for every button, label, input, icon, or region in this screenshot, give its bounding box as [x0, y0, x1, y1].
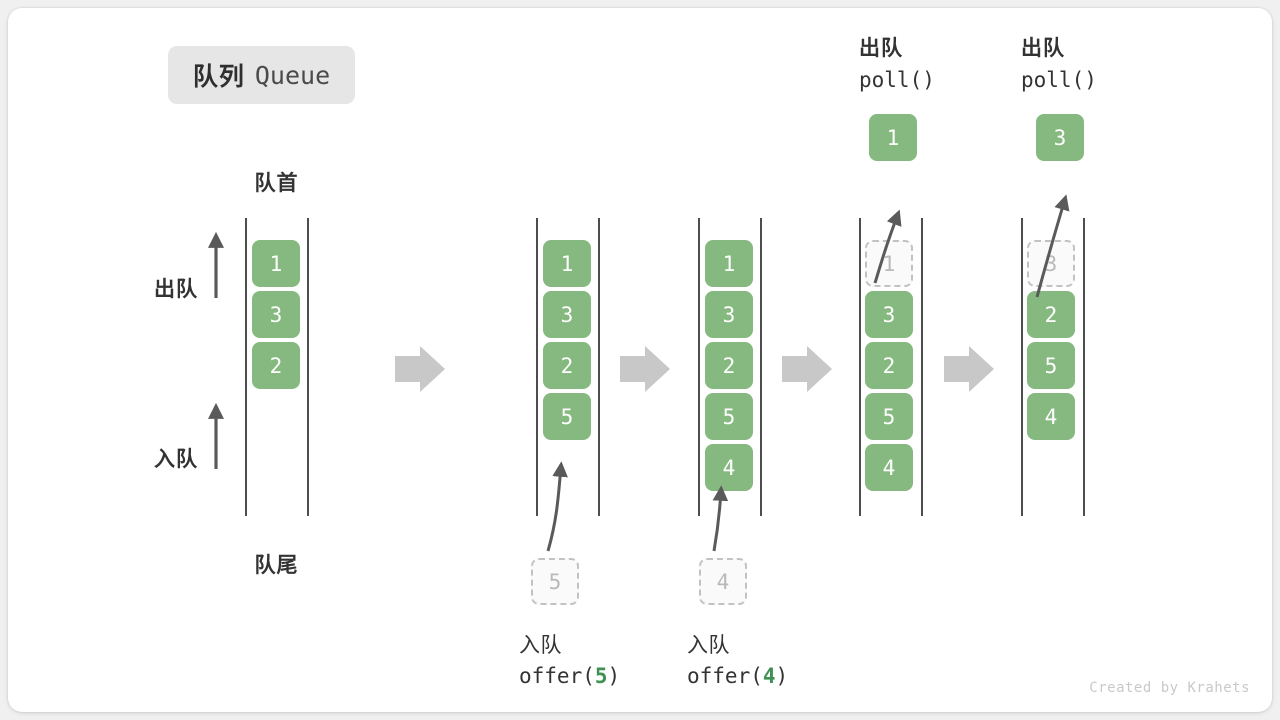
rail-left-col2: [536, 218, 538, 516]
queue-element: 3: [865, 291, 913, 338]
offer5-code-value: 5: [594, 664, 608, 688]
caption-offer5-code: offer(5): [519, 664, 620, 688]
step-arrow-4: [944, 346, 994, 392]
queue-element: 5: [705, 393, 753, 440]
offer5-code-prefix: offer(: [519, 664, 595, 688]
queue-element: 2: [1027, 291, 1075, 338]
insert-arrow-4: [712, 485, 729, 552]
title-english: Queue: [254, 60, 331, 90]
popped-element-3: 3: [1036, 114, 1084, 161]
rail-left-col4: [859, 218, 861, 516]
step-arrow-1: [395, 346, 445, 392]
diagram-title: 队列 Queue: [168, 46, 355, 104]
caption-poll1-cn: 出队: [859, 37, 903, 60]
rail-right-col4: [921, 218, 923, 516]
credit-text: Created by Krahets: [1089, 680, 1250, 696]
caption-poll3-code: poll(): [1021, 68, 1097, 92]
queue-element: 4: [705, 444, 753, 491]
queue-element-ghost: 1: [865, 240, 913, 287]
label-queue-head: 队首: [254, 172, 299, 195]
rail-right-col2: [598, 218, 600, 516]
queue-element-ghost: 3: [1027, 240, 1075, 287]
queue-element: 3: [705, 291, 753, 338]
queue-element: 1: [705, 240, 753, 287]
popped-element-value: 3: [1036, 114, 1084, 161]
title-chinese: 队列: [192, 63, 245, 91]
queue-element: 1: [252, 240, 300, 287]
rail-left-col3: [698, 218, 700, 516]
queue-element: 2: [543, 342, 591, 389]
queue-element: 3: [543, 291, 591, 338]
incoming-element-5: 5: [531, 558, 579, 605]
rail-right-col3: [760, 218, 762, 516]
caption-offer5-cn: 入队: [519, 634, 562, 657]
caption-poll1-code: poll(): [859, 68, 935, 92]
incoming-element-4: 4: [699, 558, 747, 605]
rail-left-col1: [245, 218, 247, 516]
queue-element: 2: [865, 342, 913, 389]
rail-left-col5: [1021, 218, 1023, 516]
offer4-code-prefix: offer(: [687, 664, 763, 688]
queue-element: 2: [705, 342, 753, 389]
caption-offer4-code: offer(4): [687, 664, 788, 688]
queue-element: 4: [865, 444, 913, 491]
rail-right-col5: [1083, 218, 1085, 516]
incoming-element-value: 4: [699, 558, 747, 605]
rail-right-col1: [307, 218, 309, 516]
incoming-element-value: 5: [531, 558, 579, 605]
label-queue-tail: 队尾: [254, 554, 299, 577]
step-arrow-3: [782, 346, 832, 392]
queue-element: 5: [865, 393, 913, 440]
offer5-code-suffix: ): [607, 664, 621, 688]
popped-element-value: 1: [869, 114, 917, 161]
insert-arrow-5: [546, 461, 568, 552]
queue-element: 5: [1027, 342, 1075, 389]
queue-element: 2: [252, 342, 300, 389]
caption-offer4-cn: 入队: [687, 634, 730, 657]
queue-element: 4: [1027, 393, 1075, 440]
offer4-code-value: 4: [762, 664, 776, 688]
queue-element: 5: [543, 393, 591, 440]
caption-poll3-cn: 出队: [1021, 37, 1065, 60]
popped-element-1: 1: [869, 114, 917, 161]
step-arrow-2: [620, 346, 670, 392]
queue-element: 1: [543, 240, 591, 287]
queue-element: 3: [252, 291, 300, 338]
label-enqueue-direction: 入队: [154, 448, 198, 471]
offer4-code-suffix: ): [775, 664, 789, 688]
label-dequeue-direction: 出队: [154, 278, 198, 301]
